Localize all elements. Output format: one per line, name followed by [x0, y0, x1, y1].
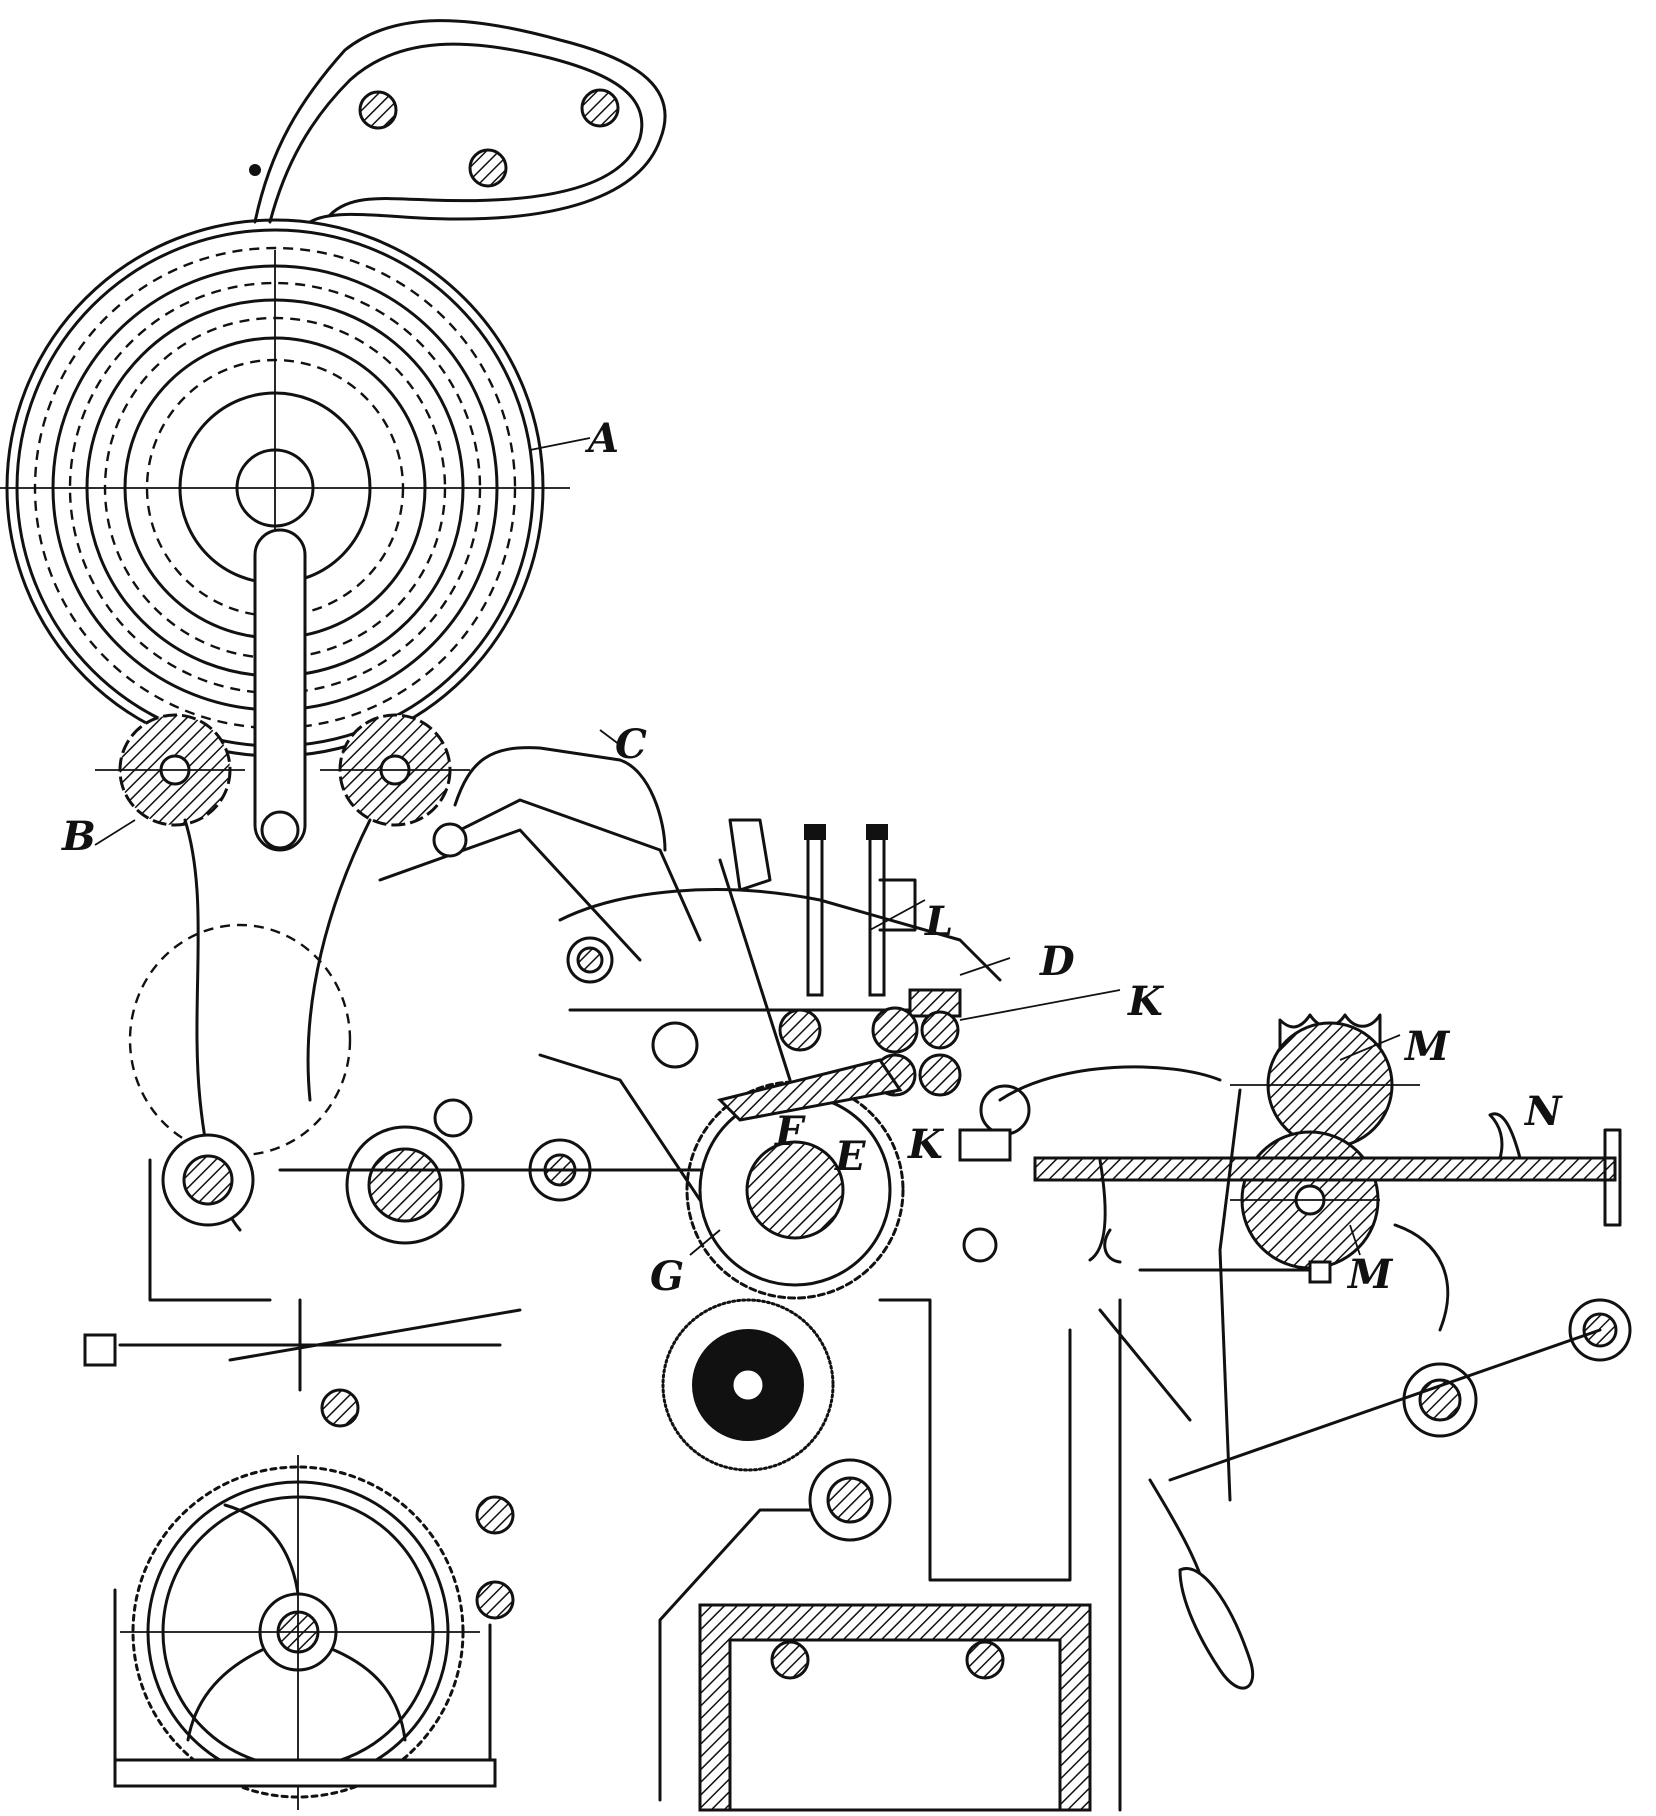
label-a: A: [584, 415, 619, 462]
right-mechanism: [962, 1013, 1632, 1690]
label-b: B: [61, 813, 96, 860]
label-m-upper: M: [1403, 1023, 1451, 1070]
base-frame: [658, 1298, 1122, 1812]
brush-g: [661, 1298, 835, 1472]
part-labels: A B C L D K F E K G M N M: [61, 415, 1563, 1300]
label-l: L: [924, 898, 953, 945]
pressure-rolls-b: [95, 713, 470, 827]
lower-wheel: [113, 1388, 515, 1810]
upright-rods: [728, 818, 917, 997]
feed-rolls: [83, 1098, 702, 1392]
central-mechanism: [538, 888, 1031, 1202]
brush-roller-f: [685, 1058, 905, 1300]
label-f: F: [774, 1108, 806, 1155]
label-m-lower: M: [1346, 1251, 1394, 1298]
label-e: E: [834, 1133, 866, 1180]
label-g: G: [650, 1253, 684, 1300]
hanger-plate: [249, 19, 667, 224]
lever-c: [378, 746, 792, 1082]
label-d: D: [1039, 938, 1075, 985]
label-n: N: [1523, 1088, 1563, 1135]
leader-lines: [94, 437, 1401, 1256]
label-c: C: [615, 721, 647, 768]
label-k-lower: K: [907, 1121, 945, 1168]
label-k-upper: K: [1127, 978, 1165, 1025]
roll-a: [0, 218, 570, 852]
